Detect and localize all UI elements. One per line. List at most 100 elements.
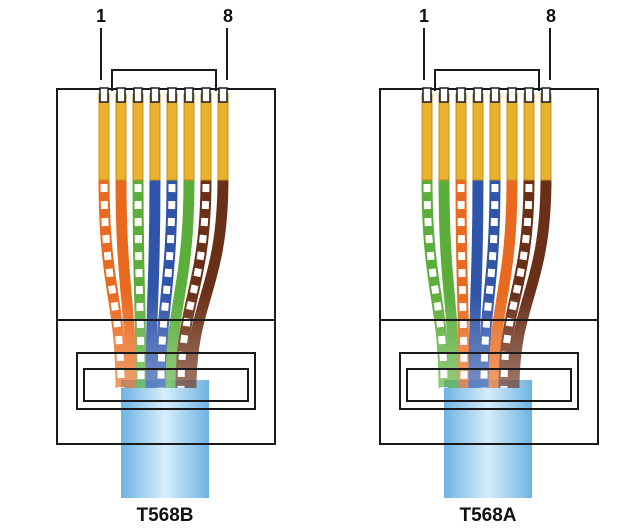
wire-4 xyxy=(145,177,161,389)
pin-2-tip xyxy=(439,87,449,103)
standard-label: T568B xyxy=(136,505,193,526)
pin-8-tip xyxy=(541,87,551,103)
wire-5-stripe xyxy=(157,177,176,389)
pin-2-contact xyxy=(438,93,450,181)
wire-3-stripe xyxy=(457,177,468,389)
wire-8-body xyxy=(508,177,552,389)
pin-8-label: 8 xyxy=(546,6,556,26)
cable-jacket xyxy=(444,380,532,498)
cable-clamp xyxy=(399,352,579,410)
connector-lower-body xyxy=(56,319,276,445)
wire-5 xyxy=(478,177,501,389)
pin-4-contact xyxy=(472,93,484,181)
clamp-inner xyxy=(83,368,249,402)
pin-2 xyxy=(438,87,450,181)
pin-6 xyxy=(183,87,195,181)
connector-lower-body xyxy=(379,319,599,445)
pin-5 xyxy=(166,87,178,181)
pin-3-tip xyxy=(456,87,466,103)
pin-6-contact xyxy=(183,93,195,181)
pin-6-contact xyxy=(506,93,518,181)
pin-1 xyxy=(98,87,110,181)
pin-1-contact xyxy=(98,93,110,181)
wire-1 xyxy=(98,177,127,389)
pin-5-tip xyxy=(490,87,500,103)
wire-3-stripe xyxy=(134,177,145,389)
wire-8 xyxy=(508,177,552,389)
pin-5-contact xyxy=(166,93,178,181)
wire-6-body xyxy=(488,177,518,389)
pin-5-contact xyxy=(489,93,501,181)
pin-4 xyxy=(472,87,484,181)
wire-4-body xyxy=(468,177,484,389)
pin-1-tip xyxy=(99,87,109,103)
pin-8-contact xyxy=(540,93,552,181)
wire-2 xyxy=(438,177,460,389)
latch-bracket xyxy=(434,69,540,91)
clamp-inner xyxy=(406,368,572,402)
pin-4-tip xyxy=(150,87,160,103)
wire-7 xyxy=(175,177,212,389)
cable-clamp xyxy=(76,352,256,410)
pin-7-contact xyxy=(523,93,535,181)
latch-bracket xyxy=(111,69,217,91)
pin-8 xyxy=(540,87,552,181)
pin-7 xyxy=(200,87,212,181)
standard-label: T568A xyxy=(459,505,516,526)
pin-6-tip xyxy=(184,87,194,103)
wire-6 xyxy=(488,177,518,389)
pin-5-tip xyxy=(167,87,177,103)
wire-1-stripe xyxy=(100,177,125,389)
pin-7-tip xyxy=(201,87,211,103)
pin-8-contact xyxy=(217,93,229,181)
clamp-outer xyxy=(399,352,579,410)
wire-bundle xyxy=(421,177,552,389)
pin-4-tip xyxy=(473,87,483,103)
wire-5 xyxy=(155,177,178,389)
wire-2-body xyxy=(438,177,460,389)
pin-7-tip xyxy=(524,87,534,103)
wire-4 xyxy=(468,177,484,389)
pin-7 xyxy=(523,87,535,181)
wire-8-body xyxy=(185,177,229,389)
wire-7-stripe xyxy=(177,177,210,389)
pin-6 xyxy=(506,87,518,181)
pin-5 xyxy=(489,87,501,181)
wire-3 xyxy=(455,177,470,389)
wire-7-stripe xyxy=(500,177,533,389)
pin-8 xyxy=(217,87,229,181)
pin-8-label: 8 xyxy=(223,6,233,26)
wire-2-body xyxy=(115,177,137,389)
pin-4-contact xyxy=(149,93,161,181)
pin-1-contact xyxy=(421,93,433,181)
wire-2 xyxy=(115,177,137,389)
clamp-outer xyxy=(76,352,256,410)
pin-3 xyxy=(455,87,467,181)
pin-2 xyxy=(115,87,127,181)
pin-6-tip xyxy=(507,87,517,103)
pin-2-contact xyxy=(115,93,127,181)
cable-jacket xyxy=(121,380,209,498)
pin-1-label: 1 xyxy=(96,6,106,26)
pin-8-tip xyxy=(218,87,228,103)
wire-6-body xyxy=(165,177,195,389)
pin-1-tip xyxy=(422,87,432,103)
pin-3-contact xyxy=(455,93,467,181)
pin-1-label: 1 xyxy=(419,6,429,26)
pin-3-contact xyxy=(132,93,144,181)
wire-4-body xyxy=(145,177,161,389)
wire-6 xyxy=(165,177,195,389)
pin-2-tip xyxy=(116,87,126,103)
pin-1 xyxy=(421,87,433,181)
wire-7 xyxy=(498,177,535,389)
wire-5-stripe xyxy=(480,177,499,389)
wire-3 xyxy=(132,177,147,389)
wire-1 xyxy=(421,177,450,389)
pin-3 xyxy=(132,87,144,181)
wire-1-stripe xyxy=(423,177,448,389)
wire-bundle xyxy=(98,177,229,389)
